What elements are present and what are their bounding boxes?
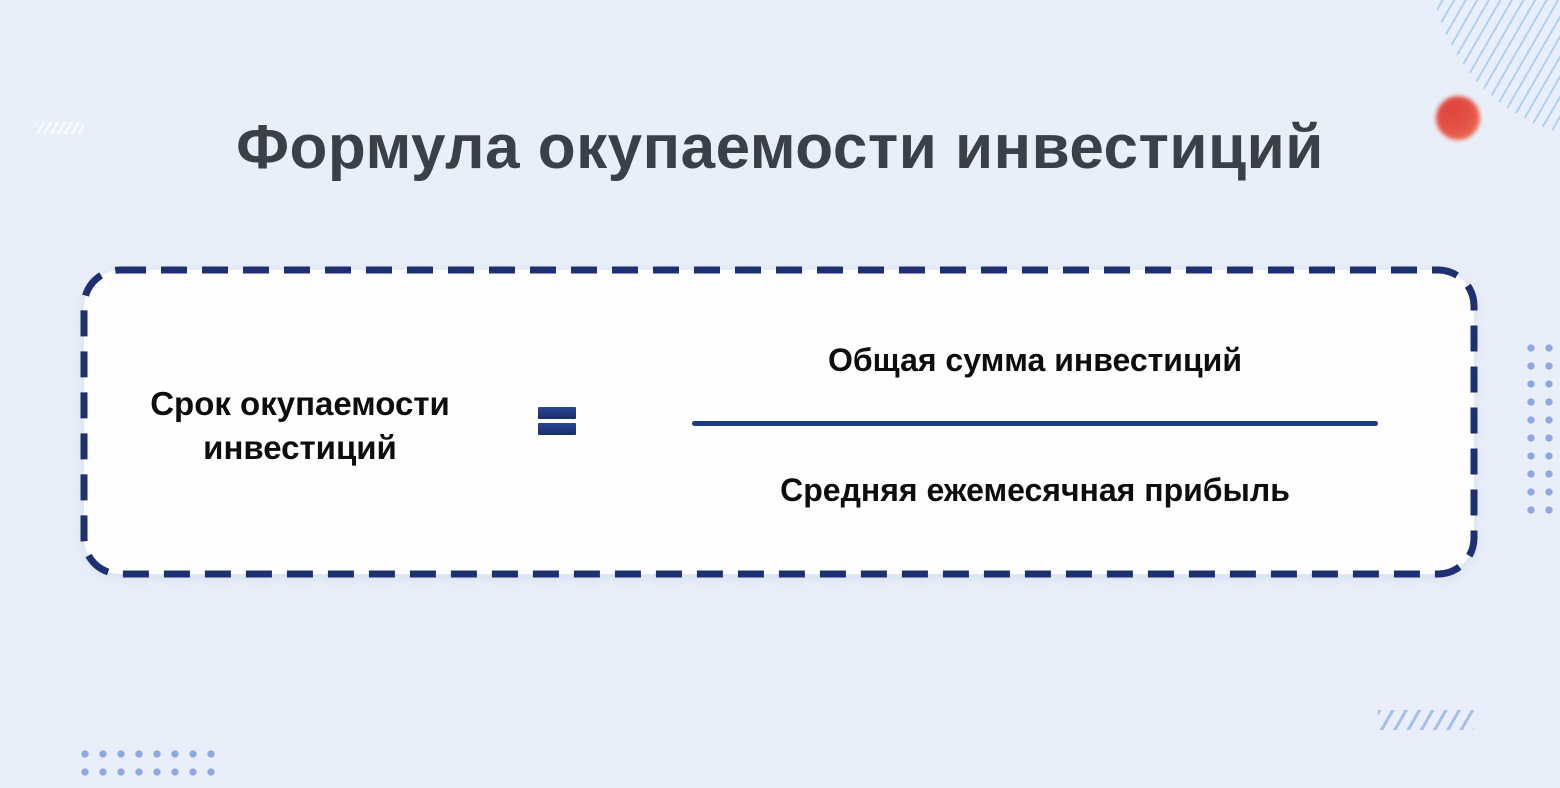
equals-sign-text: =: [538, 435, 539, 436]
payback-period-term: Срок окупаемости инвестиций: [120, 382, 480, 470]
dot-grid-right: [1522, 339, 1560, 519]
formula-card: Срок окупаемости инвестиций = Общая сумм…: [80, 266, 1478, 578]
dot-grid-bottom-left: [76, 745, 220, 781]
payback-period-line2: инвестиций: [203, 429, 397, 466]
equals-sign: =: [538, 407, 576, 436]
red-accent-dot-icon: [1436, 96, 1480, 140]
page-title: Формула окупаемости инвестиций: [236, 112, 1324, 182]
equals-bar-bottom: [538, 423, 576, 435]
payback-period-line1: Срок окупаемости: [150, 385, 450, 422]
equals-bar-top: [538, 407, 576, 419]
hatch-marks-left-icon: [36, 122, 84, 134]
fraction-numerator: Общая сумма инвестиций: [828, 342, 1242, 378]
fraction-divider-line: [692, 421, 1378, 426]
fraction: Общая сумма инвестиций Средняя ежемесячн…: [692, 342, 1378, 514]
hatch-marks-bottom-right-icon: [1378, 710, 1474, 730]
fraction-denominator: Средняя ежемесячная прибыль: [780, 472, 1290, 508]
